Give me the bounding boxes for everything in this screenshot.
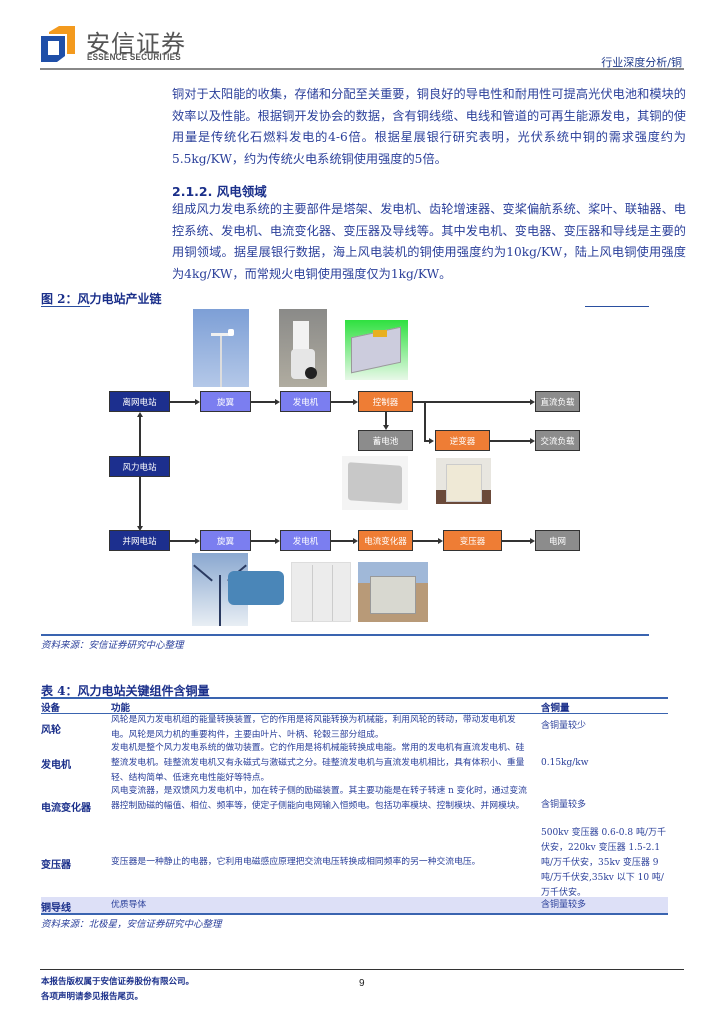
- node-rotor-top: 旋翼: [200, 391, 251, 412]
- row-device: 变压器: [41, 860, 71, 871]
- node-generator-bottom: 发电机: [280, 530, 331, 551]
- node-generator-top: 发电机: [280, 391, 331, 412]
- node-grid-station: 并网电站: [109, 530, 170, 551]
- table-bottom-rule: [41, 913, 668, 915]
- footer-line-2: 各项声明请参见报告尾页。: [41, 992, 144, 1002]
- row-function: 风轮是风力发电机组的能量转换装置，它的作用是将风能转换为机械能，利用风轮的转动，…: [111, 715, 516, 740]
- figure-title: 图 2：风力电站产业链: [41, 292, 162, 306]
- header-divider: [40, 68, 684, 70]
- large-generator-photo: [224, 565, 288, 611]
- small-wind-turbine-photo: [193, 309, 249, 387]
- generator-photo: [279, 309, 327, 387]
- node-inverter: 逆变器: [435, 430, 490, 451]
- footer-line-1: 本报告版权属于安信证券股份有限公司。: [41, 977, 195, 987]
- node-grid: 电网: [535, 530, 580, 551]
- row-copper: 含铜量较少: [541, 721, 587, 731]
- row-device: 电流变化器: [41, 803, 91, 814]
- section-title: 2.1.2. 风电领域: [172, 184, 267, 199]
- node-rotor-bottom: 旋翼: [200, 530, 251, 551]
- footer-disclaimer: 本报告版权属于安信证券股份有限公司。 各项声明请参见报告尾页。: [41, 975, 194, 1005]
- report-category: 行业深度分析/铜: [601, 56, 682, 69]
- node-transformer: 变压器: [443, 530, 502, 551]
- row-function: 发电机是整个风力发电系统的做功装置。它的作用是将机械能转换成电能。常用的发电机有…: [111, 743, 525, 783]
- figure-source: 资料来源：安信证券研究中心整理: [41, 640, 184, 651]
- row-device: 发电机: [41, 760, 71, 771]
- row-device: 铜导线: [41, 903, 71, 914]
- table-top-rule: [41, 697, 668, 699]
- row-copper: 500kv 变压器 0.6-0.8 吨/万千伏安，220kv 变压器 1.5-2…: [541, 828, 666, 898]
- figure-title-underline: [41, 306, 90, 307]
- row-copper: 含铜量较多: [541, 900, 587, 910]
- logo-icon: [41, 26, 75, 62]
- row-function: 变压器是一种静止的电器，它利用电磁感应原理把交流电压转换成相同频率的另一种交流电…: [111, 857, 481, 867]
- row-highlight: [41, 897, 668, 913]
- node-ac-load: 交流负载: [535, 430, 580, 451]
- intro-paragraph: 铜对于太阳能的收集，存储和分配至关重要，铜良好的导电性和耐用性可提高光伏电池和模…: [172, 87, 686, 166]
- row-device: 风轮: [41, 725, 61, 736]
- row-copper: 0.15kg/kw: [541, 758, 589, 768]
- node-wind-station: 风力电站: [109, 456, 170, 477]
- page-number: 9: [359, 978, 365, 989]
- battery-photo: [342, 456, 408, 510]
- node-converter: 电流变化器: [358, 530, 413, 551]
- column-header-copper: 含铜量: [541, 703, 570, 714]
- table-header-rule: [41, 713, 668, 714]
- table-source: 资料来源：北极星，安信证券研究中心整理: [41, 919, 222, 930]
- node-controller: 控制器: [358, 391, 413, 412]
- figure-source-rule: [41, 634, 649, 636]
- converter-cabinet-photo: [291, 562, 351, 622]
- row-copper: 含铜量较多: [541, 800, 587, 810]
- box-transformer-photo: [358, 562, 428, 622]
- controller-photo: [345, 320, 408, 380]
- brand-name-en: ESSENCE SECURITIES: [87, 52, 181, 63]
- row-function: 优质导体: [111, 900, 147, 910]
- table-title: 表 4：风力电站关键组件含铜量: [41, 684, 210, 698]
- row-function: 风电变流器，是双馈风力发电机中，加在转子侧的励磁装置。其主要功能是在转子转速 n…: [111, 786, 527, 811]
- column-header-function: 功能: [111, 703, 131, 714]
- footer-divider: [40, 969, 684, 970]
- node-dc-load: 直流负载: [535, 391, 580, 412]
- section-paragraph: 组成风力发电系统的主要部件是塔架、发电机、齿轮增速器、变桨偏航系统、桨叶、联轴器…: [172, 202, 686, 281]
- node-battery: 蓄电池: [358, 430, 413, 451]
- column-header-device: 设备: [41, 703, 61, 714]
- figure-right-rule: [585, 306, 649, 307]
- brand-name-cn: 安信证券: [86, 30, 186, 58]
- inverter-photo: [436, 458, 491, 504]
- node-offgrid-station: 离网电站: [109, 391, 170, 412]
